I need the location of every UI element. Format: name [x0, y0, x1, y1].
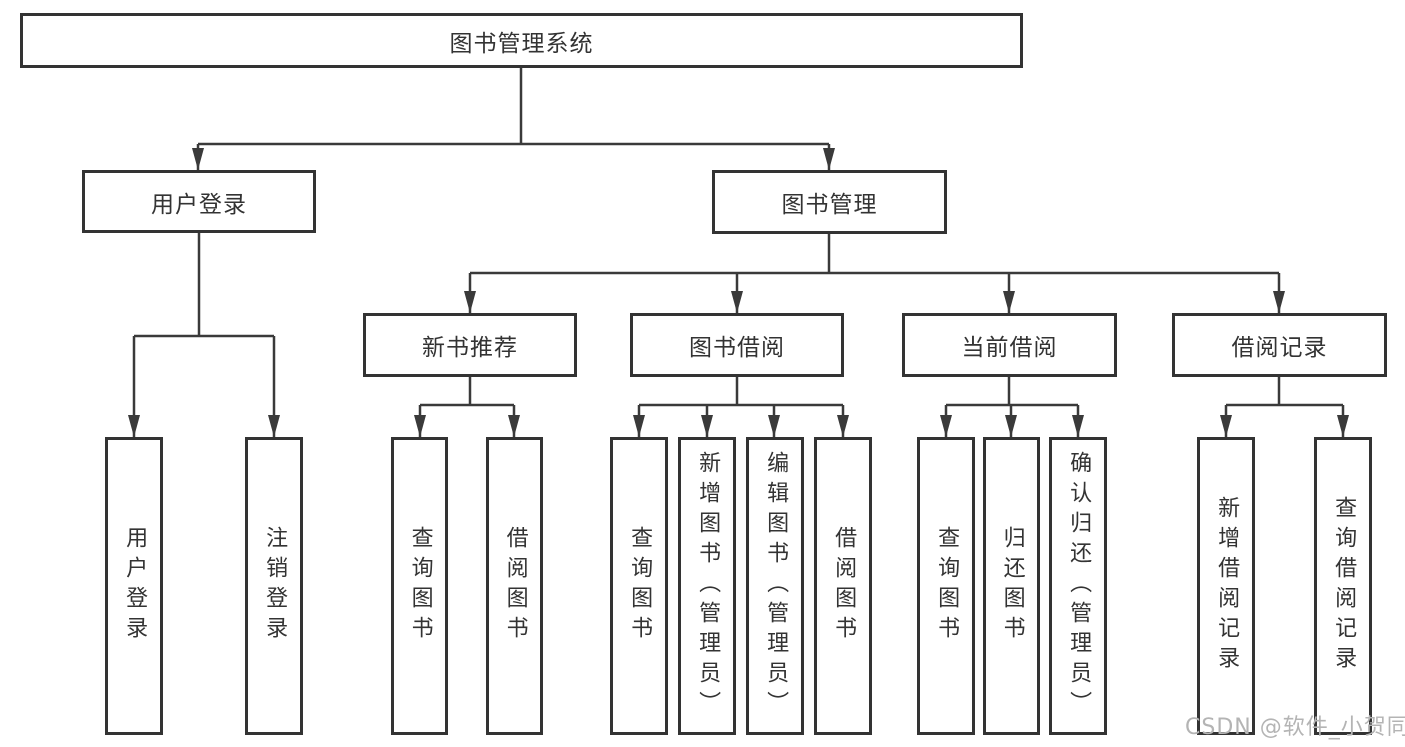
- node-leaf-query-books-borrow: 查询图书: [610, 437, 668, 735]
- node-leaf-borrow-books: 借阅图书: [814, 437, 872, 735]
- node-leaf-query-books-current: 查询图书: [917, 437, 975, 735]
- node-book-management: 图书管理: [712, 170, 947, 234]
- node-leaf-query-borrow-record: 查询借阅记录: [1314, 437, 1372, 735]
- node-leaf-edit-book-admin: 编辑图书（管理员）: [746, 437, 804, 735]
- connector-new-book-recommend-children: [414, 377, 520, 437]
- node-leaf-confirm-return-admin: 确认归还（管理员）: [1049, 437, 1107, 735]
- connector-book-borrow-children: [633, 377, 849, 437]
- node-leaf-borrow-books-recommend: 借阅图书: [486, 437, 543, 735]
- connector-root-to-level2: [192, 68, 835, 170]
- node-root-library-management-system: 图书管理系统: [20, 13, 1023, 68]
- connector-book-management-children: [464, 234, 1285, 313]
- node-leaf-query-books-recommend: 查询图书: [391, 437, 448, 735]
- node-leaf-add-book-admin: 新增图书（管理员）: [678, 437, 736, 735]
- node-leaf-add-borrow-record: 新增借阅记录: [1197, 437, 1255, 735]
- node-borrow-records: 借阅记录: [1172, 313, 1387, 377]
- connector-user-login-children: [128, 233, 280, 437]
- node-leaf-user-login: 用户登录: [105, 437, 163, 735]
- csdn-watermark: CSDN @软件_小贺同学: [1185, 715, 1405, 740]
- node-current-borrow: 当前借阅: [902, 313, 1117, 377]
- node-leaf-logout: 注销登录: [245, 437, 303, 735]
- node-new-book-recommend: 新书推荐: [363, 313, 577, 377]
- connector-current-borrow-children: [940, 377, 1084, 437]
- node-book-borrow: 图书借阅: [630, 313, 844, 377]
- connector-borrow-records-children: [1220, 377, 1349, 437]
- node-user-login: 用户登录: [82, 170, 316, 233]
- node-leaf-return-book: 归还图书: [983, 437, 1040, 735]
